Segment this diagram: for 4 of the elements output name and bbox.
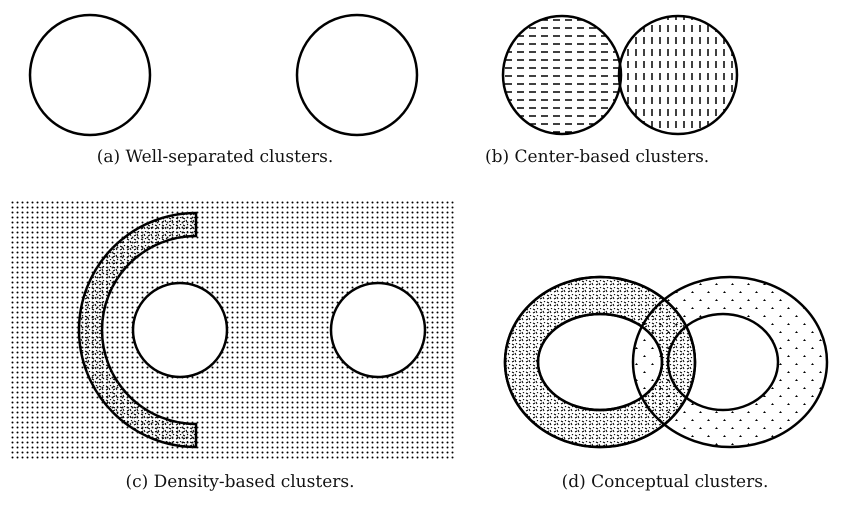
caption: (d) Conceptual clusters. (560, 471, 770, 494)
caption: (c) Density-based clusters. (124, 471, 356, 494)
caption: (b) Center-based clusters. (485, 146, 710, 169)
caption: (a) Well-separated clusters. (96, 146, 334, 169)
